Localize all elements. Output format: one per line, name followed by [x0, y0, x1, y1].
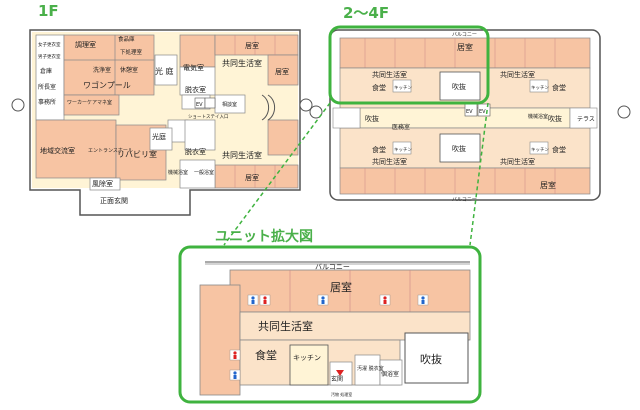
- floor1-labels: 調理室 食品庫 下処理室 洗浄室 休憩室 ワゴンプール ワーカーケアマネ室 女子…: [38, 35, 289, 205]
- room-yellow-room: 調理室: [75, 40, 96, 49]
- zoom-labels: バルコニー 居室 共同生活室 食堂 キッチン 吹抜 玄関 汚濯 脱衣室 個浴室 …: [255, 263, 442, 397]
- room-common-top-left: 共同生活室: [372, 70, 407, 79]
- room-female-locker: 女子更衣室: [38, 41, 61, 48]
- room-electric: 電気室: [183, 63, 204, 72]
- room-dining-tr: 食堂: [552, 83, 566, 92]
- room-worker: ワーカーケアマネ室: [67, 99, 112, 106]
- first-floor-heading: 1F: [38, 2, 59, 20]
- room-machine-bath: 機械浴室: [528, 113, 548, 120]
- room-void-right: 吹抜: [548, 114, 562, 123]
- room-dining-br: 食堂: [552, 145, 566, 154]
- room-warehouse: 倉庫: [40, 67, 52, 75]
- room-office-left: 下処理室: [120, 48, 143, 56]
- unit-zoom-heading: ユニット拡大図: [215, 229, 313, 245]
- toilet-icons: [229, 294, 429, 381]
- room-machine: 機械浴室: [168, 169, 188, 176]
- room-dining-bl: 食堂: [372, 145, 386, 154]
- room-male-locker: 男子更衣室: [38, 53, 61, 60]
- room-general-bath: 一般浴室: [194, 169, 214, 176]
- zoom-entrance: 玄関: [331, 375, 343, 383]
- room-void-top: 吹抜: [452, 82, 466, 91]
- upper-floors-heading: 2～4F: [343, 4, 390, 22]
- zoom-plan: [199, 261, 471, 396]
- room-ev2: EV: [479, 109, 486, 115]
- room-common-bottom-right: 共同生活室: [500, 157, 535, 166]
- zoom-storage: 汚物 処理室: [331, 391, 352, 397]
- room-common-top-right: 共同生活室: [500, 70, 535, 79]
- room-wind: 風除室: [92, 179, 113, 188]
- room-entrance-hall: エントランスホール: [88, 148, 133, 154]
- room-garbage: 食品庫: [118, 35, 135, 43]
- zoom-connector-right: [469, 102, 489, 246]
- room-shortstay: ショートステイ入口: [188, 114, 229, 120]
- room-common-bottom: 共同生活室: [222, 150, 262, 160]
- zoom-living: 居室: [330, 280, 352, 294]
- room-medical: 医務室: [392, 123, 410, 131]
- balcony-top: バルコニー: [452, 32, 477, 38]
- zoom-common: 共同生活室: [258, 319, 313, 333]
- room-break: 休憩室: [120, 66, 138, 74]
- room-common-top: 共同生活室: [222, 58, 262, 68]
- room-bath-top: 脱衣室: [185, 85, 206, 94]
- room-common-bottom-left: 共同生活室: [372, 157, 407, 166]
- room-wagon-pool: ワゴンプール: [83, 80, 131, 90]
- room-living-top: 居室: [457, 42, 473, 52]
- balcony-bottom: バルコニー: [452, 197, 477, 203]
- zoom-kitchen: キッチン: [293, 354, 321, 362]
- floors24-labels: バルコニー バルコニー 居室 共同生活室 共同生活室 食堂 キッチン 吹抜 食堂…: [365, 32, 595, 203]
- zoom-dining: 食堂: [255, 348, 277, 362]
- room-rehab: リハビリ室: [117, 149, 157, 159]
- unit-highlight-box: [328, 25, 490, 105]
- zoom-laundry: 汚濯 脱衣室: [357, 365, 384, 372]
- zoom-bath: 個浴室: [381, 370, 399, 378]
- room-living-br: 居室: [245, 173, 259, 182]
- room-dining-tl: 食堂: [372, 83, 386, 92]
- room-director: 所長室: [38, 83, 56, 91]
- room-light-court-top: 光 庭: [155, 66, 174, 76]
- room-bath-bottom: 脱衣室: [185, 147, 206, 156]
- room-consult: 相談室: [222, 101, 237, 108]
- floors24-plan: [309, 29, 631, 201]
- room-kitchen-bl: キッチン: [394, 147, 412, 153]
- room-light-court-mid: 光庭: [152, 132, 166, 141]
- zoom-balcony: バルコニー: [315, 263, 350, 271]
- room-ev1: EV: [466, 109, 473, 115]
- room-living-bottom: 居室: [540, 180, 556, 190]
- room-kitchen-tl: キッチン: [394, 85, 412, 91]
- room-main-entrance: 正面玄関: [100, 196, 128, 205]
- room-ev: EV: [196, 102, 203, 108]
- zoom-void: 吹抜: [420, 352, 442, 366]
- room-kitchen-tr: キッチン: [531, 85, 549, 91]
- room-terrace: テラス: [577, 116, 595, 123]
- room-living-r: 居室: [275, 67, 289, 76]
- room-void-left: 吹抜: [365, 114, 379, 123]
- zoom-connector-left: [223, 102, 331, 246]
- room-kitchen-br: キッチン: [531, 147, 549, 153]
- room-office: 事務所: [38, 98, 56, 106]
- room-living-tr: 居室: [245, 41, 259, 50]
- room-void-bottom: 吹抜: [452, 144, 466, 153]
- floor1-plan: [11, 29, 313, 216]
- room-community: 地域交流室: [40, 146, 75, 155]
- room-kitchen-1f: 洗浄室: [93, 66, 111, 74]
